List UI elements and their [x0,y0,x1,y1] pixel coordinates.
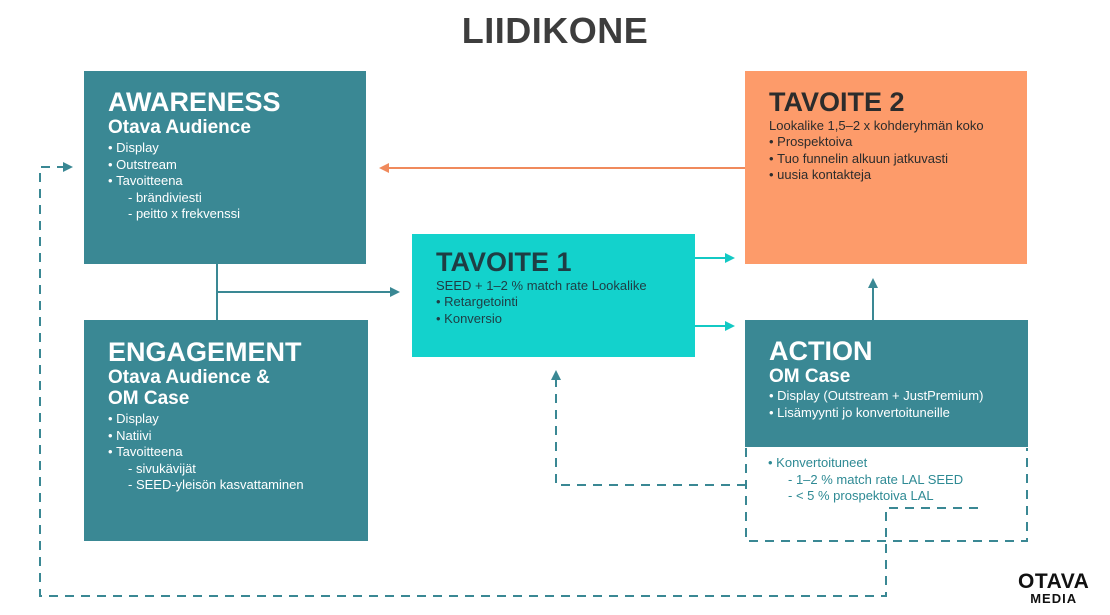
list-item: Outstream [108,157,366,174]
list-item: SEED-yleisön kasvattaminen [128,477,368,494]
dashed-loop-to-awareness [39,162,978,597]
tavoite1-bullets: Retargetointi Konversio [436,294,695,327]
list-item: Lisämyynti jo konvertoituneille [769,405,1028,422]
dashed-arrow-to-tavoite1 [551,370,746,486]
konvertoituneet-sub-bullets: 1–2 % match rate LAL SEED < 5 % prospekt… [788,472,963,505]
list-item: Display [108,140,366,157]
awareness-heading: AWARENESS [108,87,281,117]
awareness-subheading: Otava Audience [108,117,251,138]
list-item: Konversio [436,311,695,328]
tavoite2-heading: TAVOITE 2 [769,87,905,117]
awareness-sub-bullets: brändiviesti peitto x frekvenssi [128,190,366,223]
list-item: Retargetointi [436,294,695,311]
action-heading: ACTION [769,336,873,366]
tavoite2-subtitle: Lookalike 1,5–2 x kohderyhmän koko [769,118,984,133]
tavoite1-heading: TAVOITE 1 [436,247,572,277]
engagement-subheading-1: Otava Audience & [108,367,270,388]
konvertoituneet-text: Konvertoituneet 1–2 % match rate LAL SEE… [768,455,963,505]
tavoite2-box: TAVOITE 2 Lookalike 1,5–2 x kohderyhmän … [745,71,1027,264]
list-item: sivukävijät [128,461,368,478]
engagement-bullets: Display Natiivi Tavoitteena [108,411,368,461]
list-item: uusia kontakteja [769,167,1027,184]
awareness-bullets: Display Outstream Tavoitteena [108,140,366,190]
list-item: Tavoitteena [108,173,366,190]
engagement-box: ENGAGEMENT Otava Audience & OM Case Disp… [84,320,368,541]
list-item: Display (Outstream + JustPremium) [769,388,1028,405]
list-item: Tavoitteena [108,444,368,461]
tavoite2-bullets: Prospektoiva Tuo funnelin alkuun jatkuva… [769,134,1027,184]
list-item: Konvertoituneet [768,455,963,472]
engagement-sub-bullets: sivukävijät SEED-yleisön kasvattaminen [128,461,368,494]
engagement-heading: ENGAGEMENT [108,337,302,367]
awareness-box: AWARENESS Otava Audience Display Outstre… [84,71,366,264]
list-item: brändiviesti [128,190,366,207]
list-item: peitto x frekvenssi [128,206,366,223]
list-item: < 5 % prospektoiva LAL [788,488,963,505]
logo-line-2: MEDIA [1030,591,1078,606]
action-bullets: Display (Outstream + JustPremium) Lisämy… [769,388,1028,421]
action-box: ACTION OM Case Display (Outstream + Just… [745,320,1028,447]
page-title: LIIDIKONE [461,10,649,51]
tavoite1-subtitle: SEED + 1–2 % match rate Lookalike [436,278,647,293]
logo-line-1: OTAVA [1018,570,1090,593]
tavoite1-box: TAVOITE 1 SEED + 1–2 % match rate Lookal… [412,234,695,357]
list-item: 1–2 % match rate LAL SEED [788,472,963,489]
list-item: Prospektoiva [769,134,1027,151]
action-subheading: OM Case [769,366,851,387]
engagement-subheading-2: OM Case [108,388,190,409]
list-item: Natiivi [108,428,368,445]
list-item: Display [108,411,368,428]
konvertoituneet-dashed-box [745,448,1028,542]
konvertoituneet-bullets: Konvertoituneet [768,455,963,472]
otava-media-logo: OTAVA MEDIA [1018,571,1089,606]
list-item: Tuo funnelin alkuun jatkuvasti [769,151,1027,168]
